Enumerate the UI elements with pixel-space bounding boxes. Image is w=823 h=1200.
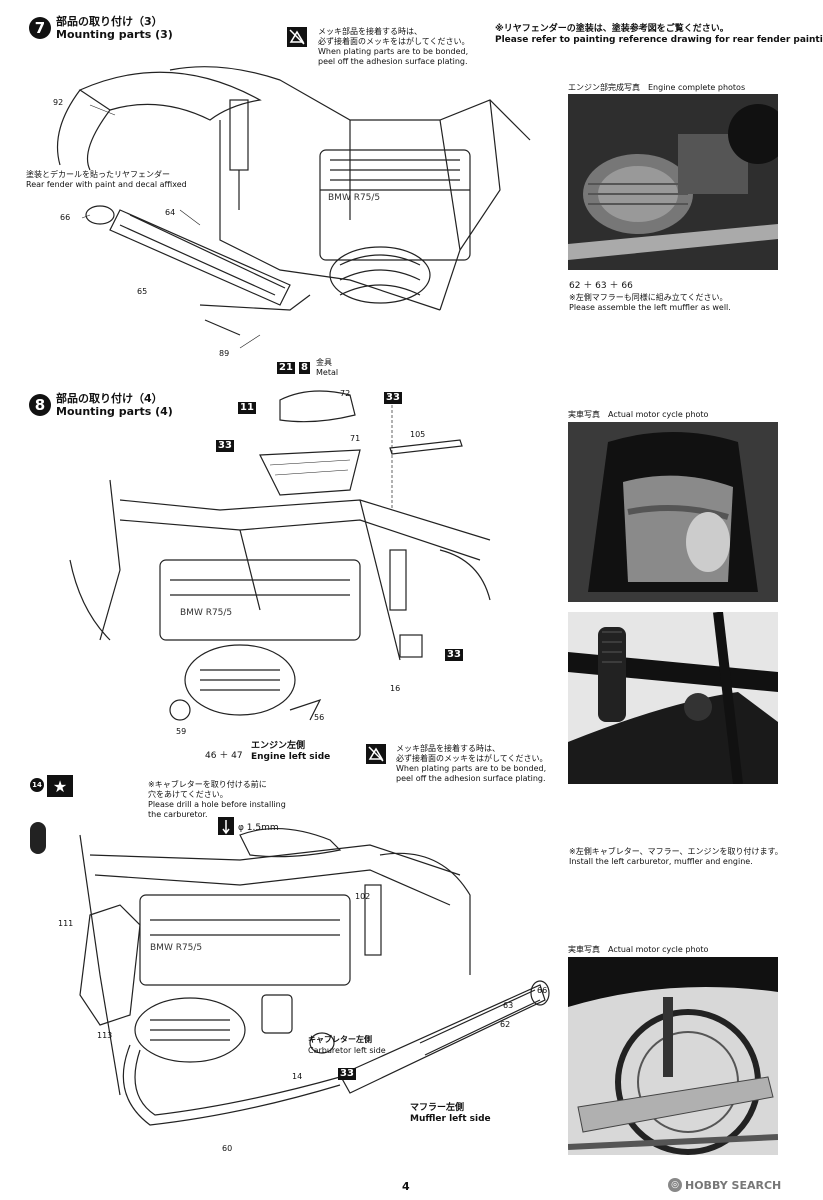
drill-hole-note: ※キャブレターを取り付ける前に 穴をあけてください。 Please drill … (148, 780, 286, 819)
muffler-combo: 62 ＋ 63 ＋ 66 (569, 281, 633, 291)
actual-photo-caption-2: 実車写真 Actual motor cycle photo (568, 945, 709, 954)
engine-left-combo: 46 ＋ 47 (205, 751, 243, 761)
part-11: 11 (238, 402, 256, 414)
step-8-title-jp: 部品の取り付け（4） (56, 392, 163, 405)
footrest-photo (568, 612, 778, 784)
step-7-badge: 7 (29, 17, 51, 39)
part-92: 92 (53, 98, 64, 107)
part-33-seat: 33 (216, 440, 234, 452)
part-66: 66 (537, 986, 548, 995)
part-89: 89 (219, 349, 230, 358)
part-59: 59 (176, 727, 187, 736)
step-8-title: 部品の取り付け（4） Mounting parts (4) (56, 392, 173, 418)
part-71: 71 (350, 434, 361, 443)
part-14-badge: 14 (30, 778, 44, 792)
step-7-title-jp: 部品の取り付け（3） (56, 15, 163, 28)
part-63: 63 (503, 1001, 514, 1010)
seat-tool-kit-photo (568, 422, 778, 602)
step-8-badge: 8 (29, 394, 51, 416)
rear-fender-label: 塗装とデカールを貼ったリヤフェンダー Rear fender with pain… (26, 170, 187, 189)
part-33-rod: 33 (384, 392, 402, 404)
install-left-note: ※左側キャブレター、マフラー、エンジンを取り付けます。 Install the … (569, 847, 783, 866)
part-16: 16 (390, 684, 401, 693)
part-14: 14 (292, 1072, 303, 1081)
svg-text:BMW R75/5: BMW R75/5 (328, 193, 380, 203)
step-7-title-en: Mounting parts (3) (56, 28, 173, 41)
engine-left-side-label: 46 ＋ 47 エンジン左側 Engine left side (205, 741, 330, 762)
part-21: 21 (277, 362, 295, 374)
part-8: 8 (299, 362, 310, 374)
engine-complete-photo (568, 94, 778, 270)
part-65: 65 (137, 287, 148, 296)
step-7-plating-note: メッキ部品を接着する時は、 必ず接着面のメッキをはがしてください。 When p… (318, 27, 470, 66)
step-8-plating-note: メッキ部品を接着する時は、 必ず接着面のメッキをはがしてください。 When p… (396, 744, 548, 783)
part-62: 62 (500, 1020, 511, 1029)
left-side-actual-photo (568, 957, 778, 1155)
actual-photo-caption-1: 実車写真 Actual motor cycle photo (568, 410, 709, 419)
drill-size: φ 1.5mm (238, 823, 279, 833)
fender-painting-note: ※リヤフェンダーの塗装は、塗装参考図をご覧ください。 Please refer … (495, 24, 823, 45)
hobby-search-logo-icon: ◎ (668, 1178, 682, 1192)
part-33-footrest: 33 (445, 649, 463, 661)
carburetor-left-label: キャブレター左側 Carburetor left side (308, 1035, 386, 1055)
part-102: 102 (355, 892, 371, 901)
step-9-assembly-diagram: BMW R75/5 (40, 815, 560, 1165)
svg-text:BMW R75/5: BMW R75/5 (150, 943, 202, 953)
step-8-title-en: Mounting parts (4) (56, 405, 173, 418)
part-60: 60 (222, 1144, 233, 1153)
drill-icon (218, 817, 234, 835)
plating-warning-icon (287, 27, 307, 47)
plating-warning-icon-2 (366, 744, 386, 764)
metal-label: 金具 Metal (316, 358, 339, 377)
part-66: 66 (60, 213, 71, 222)
part-113: 113 (97, 1031, 113, 1040)
part-64: 64 (165, 208, 176, 217)
star-icon: ★ (47, 775, 73, 797)
engine-photo-caption: エンジン部完成写真 Engine complete photos (568, 83, 746, 92)
svg-text:BMW R75/5: BMW R75/5 (180, 608, 232, 618)
part-33-carb: 33 (338, 1068, 356, 1080)
part-56: 56 (314, 713, 325, 722)
step-7-assembly-diagram: BMW R75/5 (20, 60, 550, 360)
step-7-title: 部品の取り付け（3） Mounting parts (3) (56, 15, 173, 41)
part-105: 105 (410, 430, 426, 439)
step-8-assembly-diagram: BMW R75/5 (60, 380, 500, 750)
left-muffler-note: ※左側マフラーも同様に組み立てください。 Please assemble the… (569, 293, 731, 312)
engine-left-text: エンジン左側 Engine left side (251, 741, 331, 762)
hobby-search-watermark: ◎ HOBBY SEARCH (668, 1178, 781, 1192)
part-14-small-icon (30, 822, 46, 854)
part-111: 111 (58, 919, 74, 928)
page-number: 4 (402, 1180, 410, 1193)
muffler-left-label: マフラー左側 Muffler left side (410, 1103, 491, 1124)
